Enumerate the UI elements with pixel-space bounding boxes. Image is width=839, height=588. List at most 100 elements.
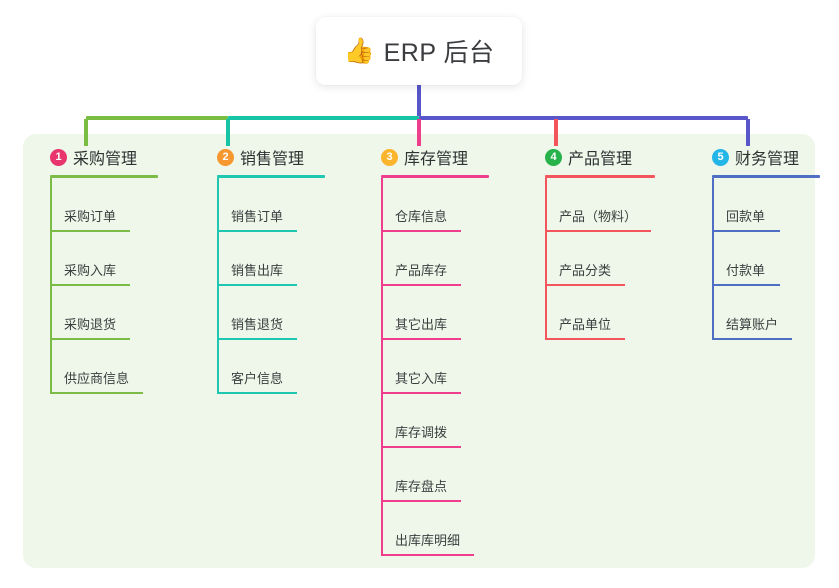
leaf-item[interactable]: 库存盘点 <box>369 448 519 502</box>
column-title-2: 销售管理 <box>240 151 305 168</box>
column-4: 4 产品管理产品（物料） 产品分类产品单位 <box>533 146 693 340</box>
drop-connector-4 <box>554 119 558 146</box>
horizontal-connector-2 <box>228 116 419 120</box>
leaf-item-label: 客户信息 <box>231 371 284 386</box>
leaf-item-rule <box>545 338 625 340</box>
column-title-1: 采购管理 <box>73 151 138 168</box>
leaf-item-rule <box>381 446 461 448</box>
leaf-item[interactable]: 供应商信息 <box>38 340 188 394</box>
leaf-item[interactable]: 销售订单 <box>205 178 355 232</box>
leaf-item-rule <box>217 230 297 232</box>
leaf-item-label: 产品单位 <box>559 317 612 332</box>
column-badge-3: 3 <box>381 148 398 166</box>
column-title-5: 财务管理 <box>735 151 800 168</box>
leaf-item-rule <box>545 284 625 286</box>
column-rule-3 <box>381 175 489 178</box>
leaf-item-rule <box>50 392 143 394</box>
leaf-item[interactable]: 产品库存 <box>369 232 519 286</box>
column-badge-4: 4 <box>545 148 562 166</box>
leaf-item-label: 结算账户 <box>726 317 779 332</box>
leaf-item-rule <box>217 392 297 394</box>
leaf-item-label: 供应商信息 <box>64 371 130 386</box>
leaf-item[interactable]: 出库库明细 <box>369 502 519 556</box>
leaf-item-label: 库存盘点 <box>395 479 448 494</box>
leaf-item-rule <box>712 338 792 340</box>
column-badge-2: 2 <box>217 148 234 166</box>
leaf-item[interactable]: 客户信息 <box>205 340 355 394</box>
column-1: 1 采购管理采购订单采购入库采购退货供应商信息 <box>38 146 188 394</box>
leaf-item-label: 付款单 <box>726 263 766 278</box>
leaf-item-rule <box>50 284 130 286</box>
leaf-item-label: 采购入库 <box>64 263 117 278</box>
column-trunk-2 <box>217 178 219 394</box>
drop-connector-1 <box>84 119 88 146</box>
leaf-item-label: 产品分类 <box>559 263 612 278</box>
leaf-item[interactable]: 采购订单 <box>38 178 188 232</box>
leaf-item-rule <box>217 284 297 286</box>
column-items-3: 仓库信息产品库存其它出库其它入库库存调拨库存盘点出库库明细 <box>369 178 519 556</box>
column-header-5[interactable]: 5 财务管理 <box>700 146 839 168</box>
leaf-item[interactable]: 销售出库 <box>205 232 355 286</box>
leaf-item[interactable]: 付款单 <box>700 232 839 286</box>
column-items-5: 回款单付款单结算账户 <box>700 178 839 340</box>
leaf-item[interactable]: 销售退货 <box>205 286 355 340</box>
column-rule-1 <box>50 175 158 178</box>
leaf-item-label: 产品（物料） <box>559 209 638 224</box>
diagram-panel <box>23 134 815 568</box>
column-rule-2 <box>217 175 325 178</box>
root-stem-connector <box>417 84 421 116</box>
column-items-1: 采购订单采购入库采购退货供应商信息 <box>38 178 188 394</box>
leaf-item[interactable]: 库存调拨 <box>369 394 519 448</box>
leaf-item-rule <box>712 230 780 232</box>
thumbs-up-icon: 👍 <box>343 36 375 65</box>
leaf-item-label: 库存调拨 <box>395 425 448 440</box>
leaf-item-rule <box>381 500 461 502</box>
column-rule-5 <box>712 175 820 178</box>
leaf-item[interactable]: 结算账户 <box>700 286 839 340</box>
leaf-item-label: 销售订单 <box>231 209 284 224</box>
drop-connector-3 <box>417 119 421 146</box>
leaf-item[interactable]: 产品（物料） <box>533 178 693 232</box>
column-items-4: 产品（物料） 产品分类产品单位 <box>533 178 693 340</box>
leaf-item[interactable]: 其它出库 <box>369 286 519 340</box>
leaf-item-rule <box>712 284 780 286</box>
leaf-item-label: 采购订单 <box>64 209 117 224</box>
column-title-4: 产品管理 <box>568 151 633 168</box>
leaf-item[interactable]: 其它入库 <box>369 340 519 394</box>
leaf-item-label: 其它入库 <box>395 371 448 386</box>
column-header-4[interactable]: 4 产品管理 <box>533 146 693 168</box>
leaf-item[interactable]: 采购入库 <box>38 232 188 286</box>
column-trunk-3 <box>381 178 383 556</box>
column-badge-1: 1 <box>50 148 67 166</box>
leaf-item-label: 销售出库 <box>231 263 284 278</box>
leaf-item[interactable]: 产品单位 <box>533 286 693 340</box>
column-2: 2 销售管理销售订单销售出库销售退货客户信息 <box>205 146 355 394</box>
column-badge-5: 5 <box>712 148 729 166</box>
column-header-2[interactable]: 2 销售管理 <box>205 146 355 168</box>
column-items-2: 销售订单销售出库销售退货客户信息 <box>205 178 355 394</box>
leaf-item-rule <box>381 554 474 556</box>
drop-connector-5 <box>746 119 750 146</box>
leaf-item-rule <box>381 230 461 232</box>
leaf-item-label: 仓库信息 <box>395 209 448 224</box>
column-trunk-5 <box>712 178 714 340</box>
leaf-item-rule <box>381 338 461 340</box>
root-node[interactable]: 👍 ERP 后台 <box>316 17 522 85</box>
leaf-item[interactable]: 采购退货 <box>38 286 188 340</box>
root-node-title: ERP 后台 <box>383 39 495 67</box>
leaf-item-label: 出库库明细 <box>395 533 461 548</box>
leaf-item[interactable]: 产品分类 <box>533 232 693 286</box>
leaf-item[interactable]: 仓库信息 <box>369 178 519 232</box>
column-header-1[interactable]: 1 采购管理 <box>38 146 188 168</box>
leaf-item[interactable]: 回款单 <box>700 178 839 232</box>
leaf-item-rule <box>381 392 461 394</box>
leaf-item-label: 产品库存 <box>395 263 448 278</box>
leaf-item-label: 销售退货 <box>231 317 284 332</box>
leaf-item-label: 回款单 <box>726 209 766 224</box>
column-rule-4 <box>545 175 655 178</box>
leaf-item-label: 其它出库 <box>395 317 448 332</box>
column-5: 5 财务管理回款单付款单结算账户 <box>700 146 839 340</box>
leaf-item-label: 采购退货 <box>64 317 117 332</box>
